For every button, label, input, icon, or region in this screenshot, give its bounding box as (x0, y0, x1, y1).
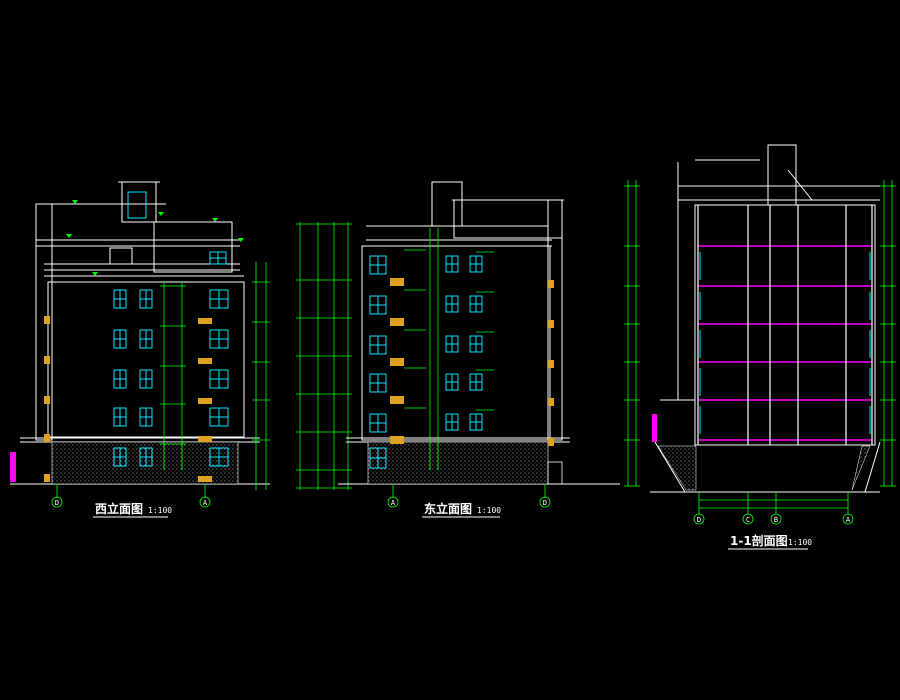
balcony-panel (390, 436, 404, 444)
balcony-panel (198, 436, 212, 442)
level-mark (66, 234, 72, 238)
section-windows (699, 252, 871, 434)
section-axis-4-label: A (846, 516, 851, 524)
balcony-panel (548, 280, 554, 288)
section-axis-2-label: C (746, 516, 750, 524)
level-mark (212, 218, 218, 222)
east-panels (390, 278, 554, 446)
west-elevation: D A 西立面图 1:100 (10, 181, 270, 518)
east-windows (369, 255, 483, 469)
balcony-panel (390, 278, 404, 286)
balcony-panel (198, 358, 212, 364)
west-level-marks (66, 200, 244, 276)
window (127, 191, 147, 219)
west-dimension-lines (160, 262, 270, 490)
balcony-panel (548, 438, 554, 446)
level-mark (158, 212, 164, 216)
balcony-panel (198, 398, 212, 404)
west-axis-right-label: A (203, 499, 208, 507)
east-elevation-outline (338, 181, 620, 485)
section-basement-hatch (657, 445, 871, 491)
balcony-panel (390, 358, 404, 366)
section-scale: 1:100 (788, 538, 812, 547)
balcony-panel (44, 434, 50, 442)
balcony-panel (548, 320, 554, 328)
balcony-panel (44, 356, 50, 364)
balcony-panel (548, 398, 554, 406)
section-title: 1-1剖面图 (730, 533, 788, 548)
section-dimension-lines (624, 180, 896, 487)
west-elevation-title: 西立面图 (95, 501, 143, 516)
east-elevation-scale: 1:100 (477, 506, 501, 515)
balcony-panel (44, 316, 50, 324)
balcony-panel (44, 396, 50, 404)
east-axis-left-label: A (391, 499, 396, 507)
level-mark (92, 272, 98, 276)
level-mark (238, 238, 244, 242)
center-dimension-strip (296, 222, 352, 490)
section-floor-slabs (698, 245, 872, 441)
section-axis-markers (693, 492, 854, 525)
balcony-panel (44, 474, 50, 482)
east-podium-hatch (367, 441, 549, 485)
west-axis-left-label: D (55, 499, 59, 507)
east-axis-markers (387, 484, 551, 508)
west-windows (113, 191, 229, 467)
west-magenta-post (10, 452, 16, 482)
east-side-stair (547, 461, 563, 485)
balcony-panel (390, 396, 404, 404)
east-elevation: A D 东立面图 1:100 (338, 181, 620, 518)
balcony-panel (198, 318, 212, 324)
balcony-panel (548, 360, 554, 368)
level-mark (72, 200, 78, 204)
west-axis-markers (51, 484, 211, 508)
section-axis-3-label: B (774, 516, 778, 524)
east-axis-right-label: D (543, 499, 547, 507)
east-dimension-lines (404, 228, 494, 470)
east-elevation-title: 东立面图 (424, 501, 472, 516)
section-outline (650, 144, 881, 493)
west-elevation-scale: 1:100 (148, 506, 172, 515)
section-walls (697, 205, 873, 445)
section-1-1: D C B A 1-1剖面图 1:100 (624, 144, 896, 550)
west-panels (44, 316, 212, 482)
section-axis-1-label: D (697, 516, 701, 524)
balcony-panel (390, 318, 404, 326)
section-magenta-post (652, 414, 657, 442)
balcony-panel (198, 476, 212, 482)
